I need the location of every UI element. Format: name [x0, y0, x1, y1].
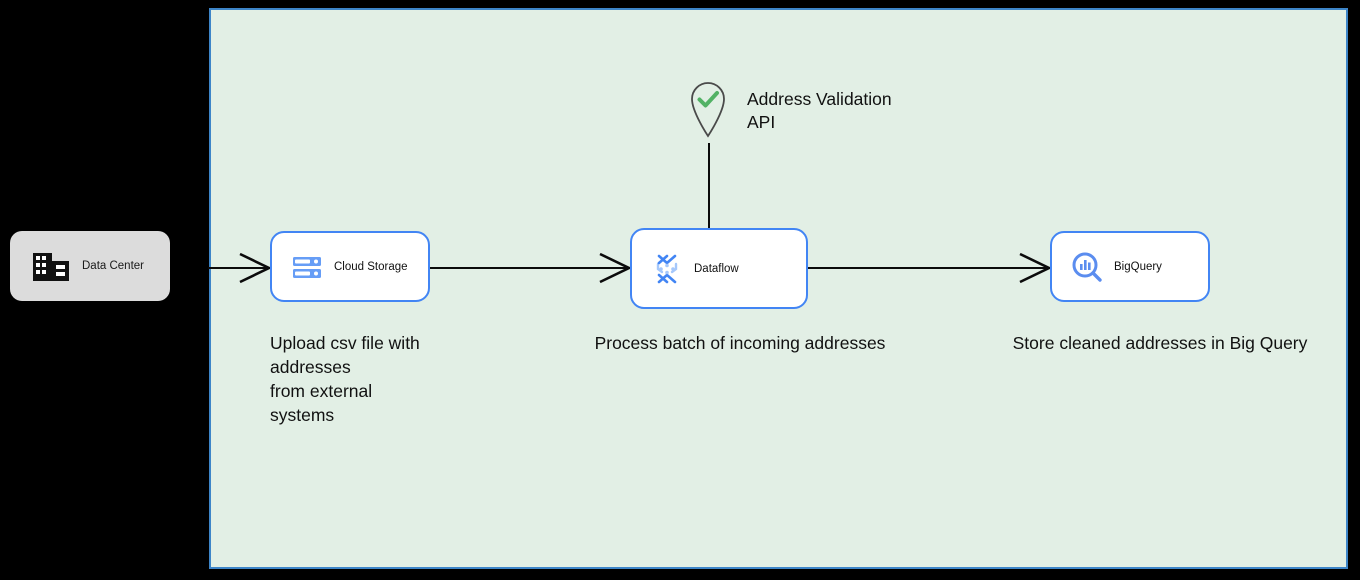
api-label-line-2: API: [747, 112, 776, 132]
caption-bigquery: Store cleaned addresses in Big Query: [1012, 333, 1308, 353]
node-data-center[interactable]: Data Center: [10, 231, 170, 301]
validation-pin-check-icon: [686, 76, 730, 138]
caption-line: Upload csv file with: [270, 333, 420, 353]
api-label-line-1: Address Validation: [747, 89, 892, 109]
caption-dataflow: Process batch of incoming addresses: [594, 333, 886, 353]
caption-line: systems: [270, 405, 335, 425]
bigquery-label: BigQuery: [1114, 260, 1162, 273]
bigquery-icon: [1070, 250, 1104, 284]
caption-cloud-storage: Upload csv file with addresses from exte…: [270, 331, 500, 427]
dataflow-label: Dataflow: [694, 262, 739, 275]
cloud-storage-label: Cloud Storage: [334, 260, 408, 273]
dataflow-icon: [650, 252, 684, 286]
node-cloud-storage[interactable]: Cloud Storage: [270, 231, 430, 302]
node-dataflow[interactable]: Dataflow: [630, 228, 808, 309]
data-center-label: Data Center: [82, 260, 145, 272]
caption-line: addresses: [270, 357, 351, 377]
data-center-icon: [32, 249, 70, 283]
cloud-storage-icon: [290, 250, 324, 284]
caption-line: from external: [270, 381, 373, 401]
node-address-validation-api[interactable]: Address Validation API: [686, 76, 926, 138]
node-bigquery[interactable]: BigQuery: [1050, 231, 1210, 302]
api-label: Address Validation API: [747, 88, 927, 134]
